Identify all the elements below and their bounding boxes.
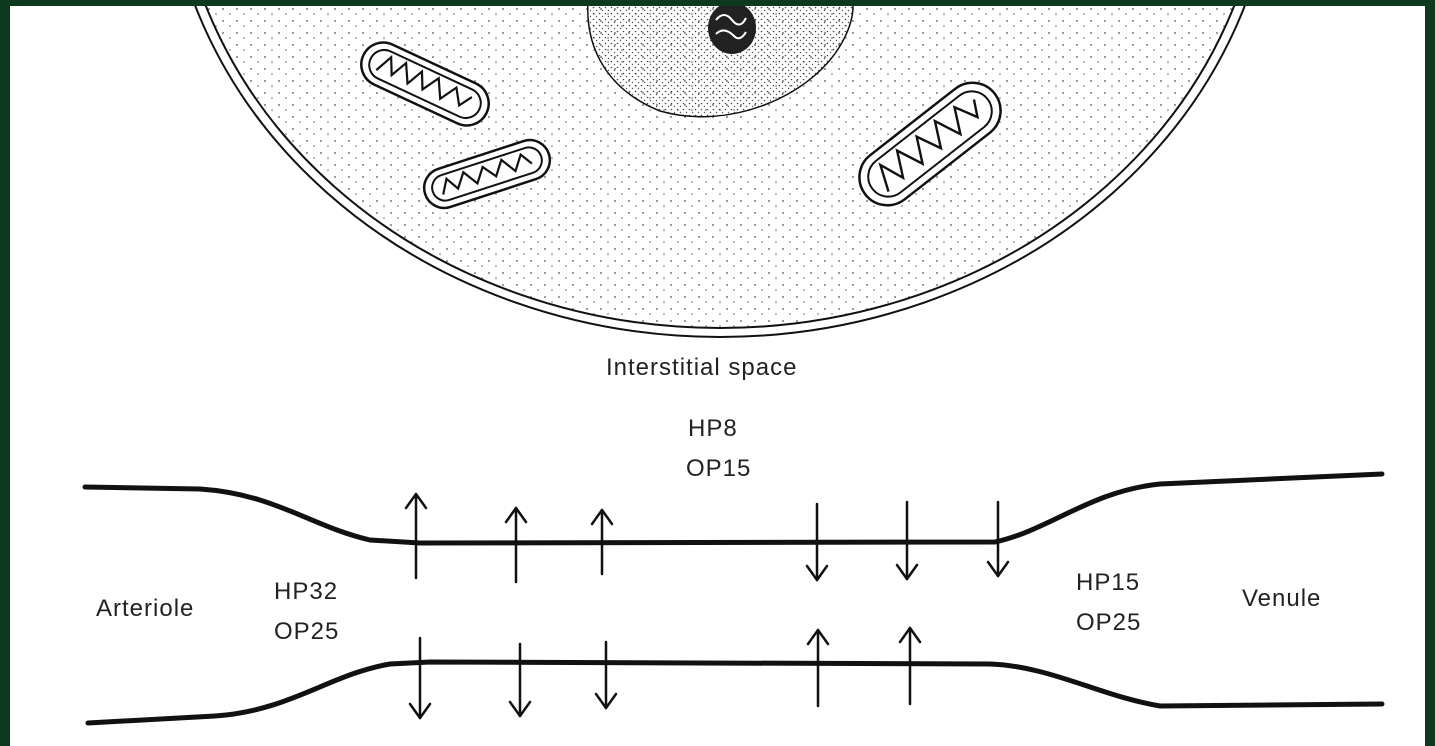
arteriole-op-label: OP25 [274, 615, 339, 649]
arteriole-hp-label: HP32 [274, 575, 338, 609]
interstitial-space-label: Interstitial space [606, 351, 797, 385]
diagram-frame: Interstitial space HP8 OP15 Arteriole HP… [10, 6, 1425, 746]
arrow-up-icon [406, 494, 426, 578]
venule-hp-label: HP15 [1076, 566, 1140, 600]
arrow-down-icon [510, 644, 530, 716]
venule-label: Venule [1242, 582, 1321, 616]
interstitial-op-label: OP15 [686, 452, 751, 486]
capillary-lower-wall [88, 662, 1382, 723]
arteriole-label: Arteriole [96, 592, 194, 626]
arrow-down-icon [410, 638, 430, 718]
interstitial-hp-label: HP8 [688, 412, 738, 446]
arrow-down-icon [596, 642, 616, 708]
arrow-up-icon [808, 630, 828, 706]
venule-op-label: OP25 [1076, 606, 1141, 640]
